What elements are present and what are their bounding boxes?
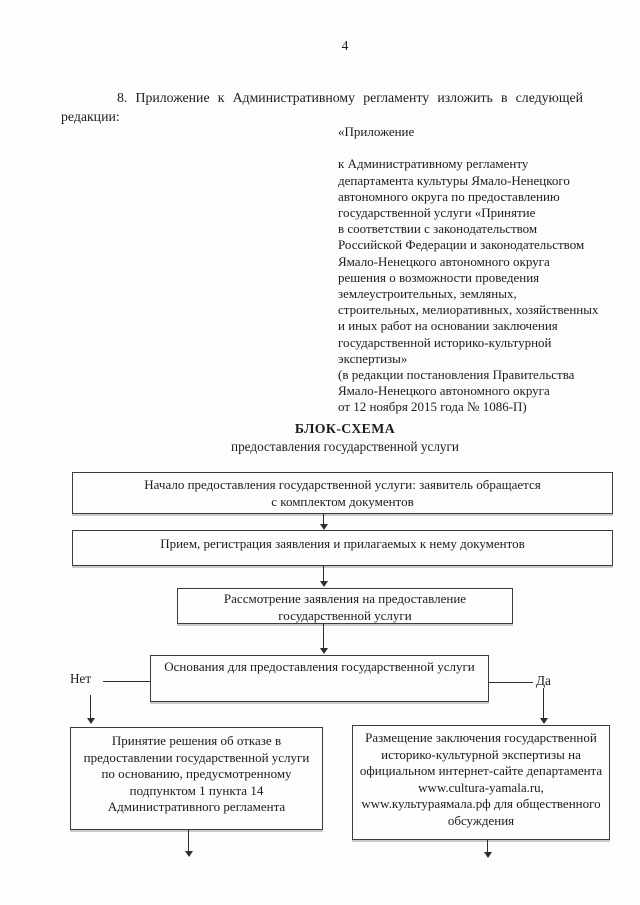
flow-box-publication: Размещение заключения государственной ис…	[352, 725, 610, 840]
down-arrow-icon	[320, 624, 329, 654]
branch-label-yes: Да	[536, 673, 551, 688]
flowchart-title: БЛОК-СХЕМА	[294, 421, 396, 436]
flow-box-reception: Прием, регистрация заявления и прилагаем…	[72, 530, 613, 566]
flow-box-review: Рассмотрение заявления на предоставление…	[177, 588, 513, 624]
flowchart-subtitle: предоставления государственной услуги	[231, 439, 459, 454]
down-arrow-icon	[185, 830, 194, 857]
down-arrow-icon	[320, 514, 329, 530]
down-arrow-icon	[320, 566, 329, 587]
flow-box-start: Начало предоставления государственной ус…	[72, 472, 613, 514]
down-arrow-icon	[484, 840, 493, 858]
connector-line-yes	[489, 682, 533, 683]
flow-box-refusal: Принятие решения об отказе в предоставле…	[70, 727, 323, 830]
appendix-attribution: «Приложение к Административному регламен…	[338, 124, 599, 415]
paragraph-8: 8. Приложение к Административному реглам…	[61, 90, 583, 124]
down-arrow-icon	[87, 695, 96, 724]
down-arrow-icon	[540, 688, 549, 724]
connector-line-no	[103, 681, 150, 682]
flow-box-grounds: Основания для предоставления государстве…	[150, 655, 489, 702]
branch-label-no: Нет	[70, 671, 92, 686]
page-number: 4	[341, 38, 349, 53]
